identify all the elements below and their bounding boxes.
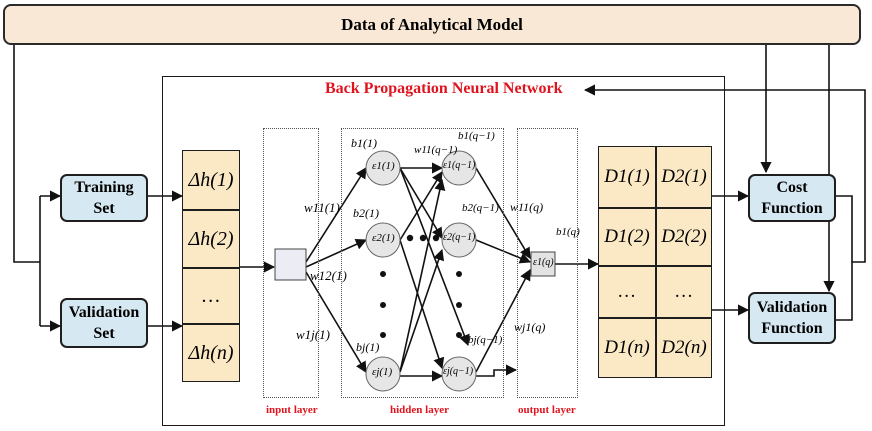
bias-bj-1: bj(1) (356, 340, 380, 354)
node-label-hq-1: ε1(q−1) (443, 160, 476, 171)
hidden-node-h1-2 (365, 222, 401, 258)
node-label-h1-j: εj(1) (372, 366, 393, 378)
bias-b1-1: b1(1) (351, 136, 377, 150)
bias-b2-q1: b2(q−1) (462, 202, 499, 214)
input-cell: … (182, 268, 240, 324)
bias-bj-q1: bj(q−1) (468, 334, 503, 346)
data-banner: Data of Analytical Model (3, 4, 861, 45)
training-set-box: Training Set (60, 174, 148, 222)
node-label-h1-2: ε2(1) (372, 232, 395, 244)
output-cell: D2(2) (656, 208, 712, 266)
output-layer-frame (517, 128, 578, 398)
input-cell: Δh(2) (182, 210, 240, 268)
output-cell: D1(1) (598, 146, 656, 208)
hidden-node-hq-j (441, 356, 477, 392)
input-cell: Δh(n) (182, 324, 240, 382)
hidden-node-h1-1 (365, 150, 401, 186)
output-cell: D1(2) (598, 208, 656, 266)
node-label-hq-2: ε2(q−1) (443, 232, 476, 243)
hidden-layer-frame (341, 128, 504, 398)
output-cell: D1(n) (598, 318, 656, 378)
training-set-label: Training Set (74, 179, 134, 217)
cost-function-box: Cost Function (748, 174, 836, 222)
node-label-out: ε1(q) (533, 257, 554, 268)
output-cell: … (598, 266, 656, 318)
input-cell: Δh(1) (182, 150, 240, 210)
hidden-node-h1-j (365, 356, 401, 392)
input-layer-frame (263, 128, 319, 398)
cost-function-label: Cost Function (761, 179, 823, 217)
node-label-hq-j: εj(q−1) (443, 366, 474, 377)
output-cell: D2(1) (656, 146, 712, 208)
hidden-layer-label: hidden layer (390, 404, 449, 416)
output-cell: … (656, 266, 712, 318)
weight-w11-q: w11(q) (510, 200, 544, 214)
validation-set-box: Validation Set (60, 298, 148, 348)
input-node (274, 248, 307, 281)
node-label-h1-1: ε1(1) (372, 160, 395, 172)
output-node (530, 251, 556, 277)
hidden-node-hq-1 (441, 150, 477, 186)
bp-network-title: Back Propagation Neural Network (325, 80, 563, 97)
bias-b1-q1: b1(q−1) (458, 130, 495, 142)
bias-b2-1: b2(1) (353, 206, 379, 220)
validation-set-label: Validation Set (68, 304, 140, 342)
input-layer-label: input layer (266, 404, 318, 416)
hidden-node-hq-2 (441, 222, 477, 258)
output-cell: D2(n) (656, 318, 712, 378)
weight-wj1-q: wj1(q) (514, 320, 546, 334)
validation-function-box: Validation Function (748, 292, 836, 344)
weight-w1j-1: w1j(1) (296, 327, 330, 342)
bias-b1-q: b1(q) (556, 226, 580, 238)
weight-w11-q1: w11(q−1) (414, 144, 458, 156)
weight-w12-1: w12(1) (310, 268, 347, 283)
weight-w11-1: w11(1) (304, 200, 340, 215)
output-layer-label: output layer (518, 404, 576, 416)
data-banner-label: Data of Analytical Model (341, 14, 523, 34)
bp-network-frame (162, 76, 725, 426)
validation-function-label: Validation Function (756, 299, 828, 337)
